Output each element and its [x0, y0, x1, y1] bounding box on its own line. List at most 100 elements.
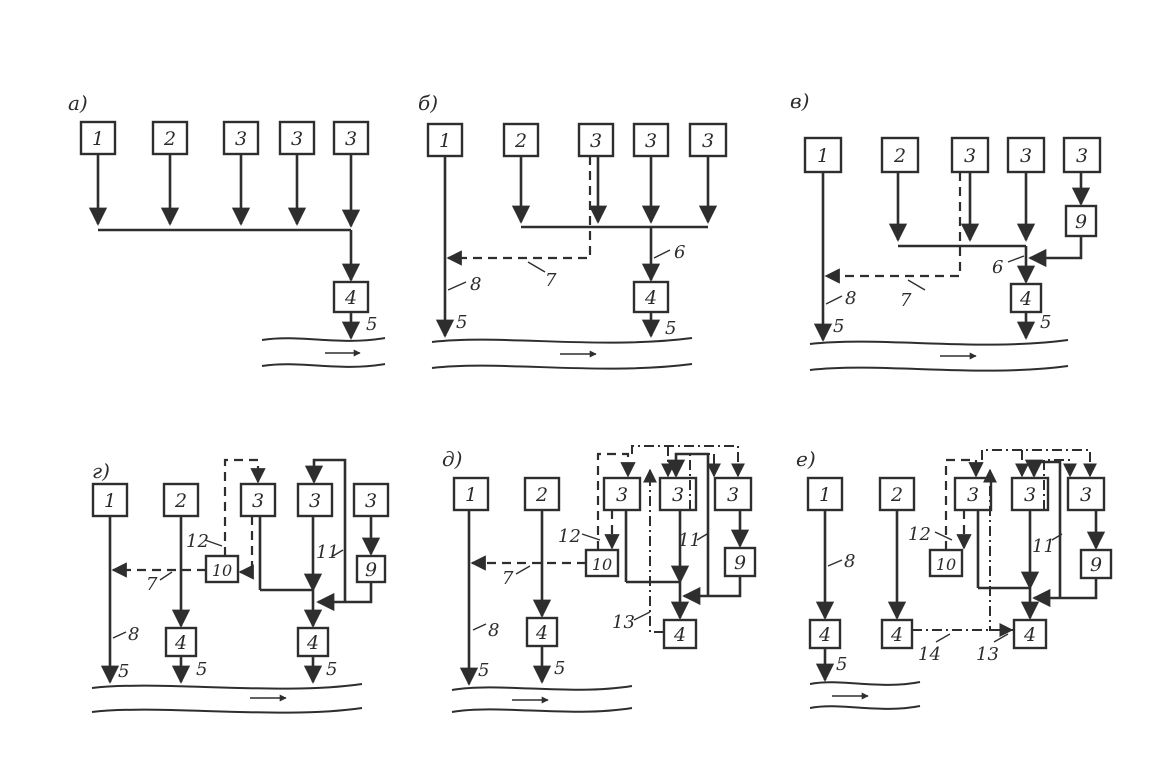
flow-lines [813, 172, 1091, 342]
svg-text:2: 2 [535, 484, 548, 506]
box-3: 3 [332, 120, 370, 156]
svg-text:4: 4 [644, 287, 657, 309]
svg-text:1: 1 [817, 145, 829, 167]
svg-text:4: 4 [344, 287, 357, 309]
svg-text:2: 2 [514, 130, 527, 152]
svg-text:10: 10 [936, 555, 956, 574]
panel-letter: г) [92, 459, 110, 483]
svg-text:3: 3 [967, 484, 979, 506]
svg-text:3: 3 [291, 128, 303, 150]
svg-text:3: 3 [309, 490, 321, 512]
leader [447, 281, 467, 291]
svg-text:4: 4 [1023, 624, 1036, 646]
svg-text:3: 3 [1020, 145, 1032, 167]
box-10: 10 [584, 548, 620, 578]
svg-text:3: 3 [1080, 484, 1092, 506]
box-3: 3 [632, 122, 670, 158]
river [431, 337, 693, 370]
leader [934, 531, 953, 541]
label-5: 5 [196, 659, 207, 680]
panel-d: д) 1 2 3 3 3 10 9 4 4 12 [442, 445, 757, 713]
svg-text:4: 4 [1019, 288, 1032, 310]
label-13: 13 [612, 612, 635, 633]
box-2: 2 [151, 120, 189, 156]
label-12: 12 [186, 531, 209, 552]
panel-letter: б) [418, 91, 438, 115]
label-5: 5 [326, 659, 337, 680]
label-8: 8 [128, 624, 139, 645]
river [809, 681, 921, 710]
svg-text:4: 4 [535, 622, 548, 644]
box-9: 9 [355, 554, 387, 584]
leader [935, 633, 951, 643]
svg-text:3: 3 [616, 484, 628, 506]
leader [827, 559, 843, 567]
label-6: 6 [992, 257, 1003, 278]
label-14: 14 [918, 644, 941, 665]
label-7: 7 [545, 270, 557, 291]
svg-text:10: 10 [212, 561, 232, 580]
label-7: 7 [502, 568, 514, 589]
box-4: 4 [662, 618, 698, 650]
label-12: 12 [908, 524, 931, 545]
box-10: 10 [204, 554, 240, 584]
leader [696, 533, 708, 541]
box-3: 3 [278, 120, 316, 156]
panel-g: г) 1 2 3 3 3 10 9 4 4 12 7 11 [91, 458, 390, 714]
svg-text:1: 1 [465, 484, 477, 506]
leader [993, 633, 1009, 643]
box-9: 9 [1079, 548, 1113, 580]
box-9: 9 [723, 546, 757, 578]
box-4: 4 [1009, 282, 1043, 314]
box-4: 4 [164, 626, 198, 658]
label-8: 8 [844, 551, 855, 572]
svg-text:1: 1 [92, 128, 104, 150]
flow-lines [815, 449, 1106, 637]
svg-text:3: 3 [964, 145, 976, 167]
svg-text:9: 9 [1075, 211, 1087, 233]
panel-letter: а) [68, 91, 88, 115]
svg-text:3: 3 [702, 130, 714, 152]
box-1: 1 [806, 476, 844, 512]
box-2: 2 [878, 476, 916, 512]
label-11: 11 [1032, 536, 1055, 557]
box-1: 1 [91, 482, 129, 518]
svg-text:2: 2 [893, 145, 906, 167]
label-8: 8 [488, 620, 499, 641]
svg-text:1: 1 [439, 130, 451, 152]
river [91, 683, 363, 714]
svg-text:2: 2 [174, 490, 187, 512]
box-3: 3 [688, 122, 728, 158]
leader [332, 549, 344, 557]
box-9: 9 [1064, 204, 1098, 238]
flow-lines [459, 445, 750, 686]
panel-v: в) 1 2 3 3 3 9 4 8 7 6 5 5 [790, 89, 1102, 372]
svg-text:2: 2 [890, 484, 903, 506]
label-6: 6 [674, 242, 685, 263]
leader [527, 261, 546, 273]
label-12: 12 [558, 526, 581, 547]
panel-e: е) 1 2 3 3 3 10 9 4 4 4 [796, 447, 1113, 710]
svg-text:3: 3 [365, 490, 377, 512]
box-2: 2 [880, 136, 920, 174]
box-2: 2 [162, 482, 200, 518]
box-4: 4 [332, 280, 370, 314]
box-3: 3 [577, 122, 615, 158]
river [809, 339, 1069, 372]
svg-text:3: 3 [1024, 484, 1036, 506]
leader [653, 249, 671, 259]
leader [472, 623, 487, 631]
label-5: 5 [118, 661, 129, 682]
label-11: 11 [678, 530, 701, 551]
leader [907, 279, 926, 291]
box-1: 1 [79, 120, 117, 156]
leader [1051, 533, 1063, 541]
svg-text:1: 1 [104, 490, 116, 512]
label-7: 7 [900, 290, 912, 311]
svg-text:3: 3 [727, 484, 739, 506]
river [451, 685, 633, 713]
svg-text:3: 3 [235, 128, 247, 150]
panel-letter: д) [442, 447, 462, 471]
